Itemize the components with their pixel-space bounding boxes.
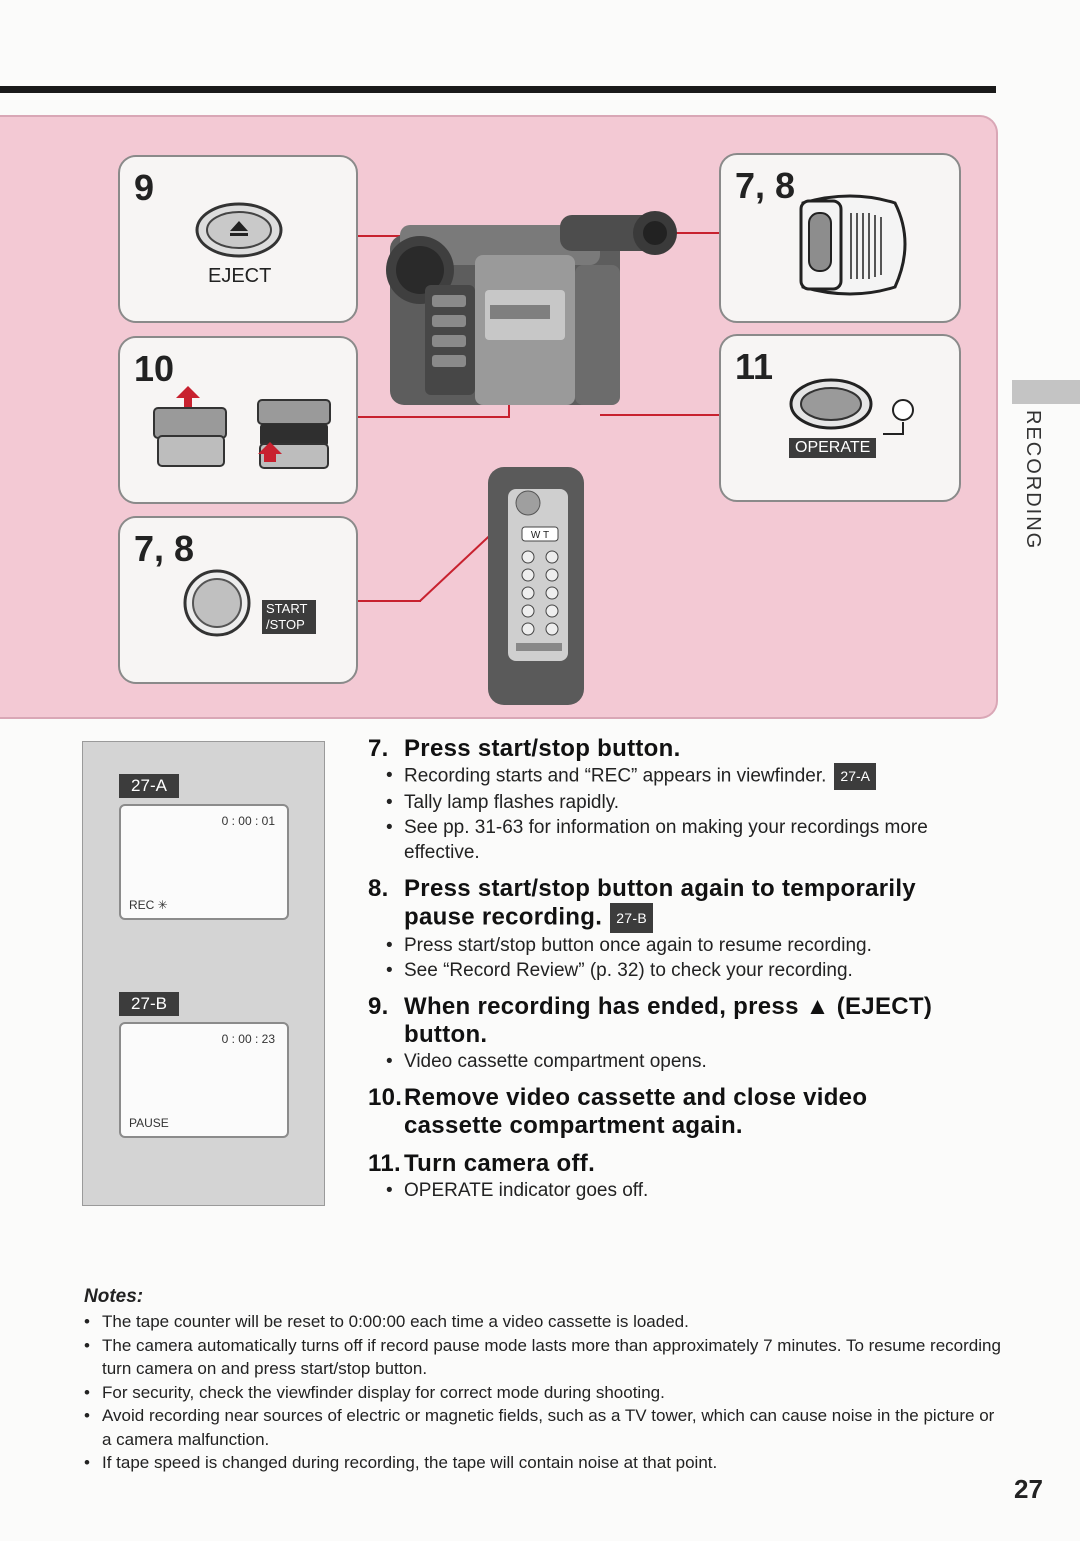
viewfinder-display-panel: 27-A 0 : 00 : 01 REC ✳ 27-B 0 : 00 : 23 … (82, 741, 325, 1206)
bullet-text: Recording starts and “REC” appears in vi… (404, 765, 827, 787)
note-item: If tape speed is changed during recordin… (84, 1451, 1004, 1475)
camcorder-illustration (386, 211, 677, 405)
callout-grip-switch: 7, 8 (719, 153, 961, 323)
step-bullet: OPERATE indicator goes off. (368, 1178, 988, 1203)
step-number: 8. (368, 875, 389, 902)
display-ref-badge: 27-A (834, 763, 876, 790)
eject-label: EJECT (208, 265, 272, 287)
notes-title: Notes: (84, 1286, 144, 1307)
step-7: 7. Press start/stop button. Recording sta… (368, 735, 988, 865)
step-10: 10.Remove video cassette and close video… (368, 1084, 988, 1140)
tape-counter: 0 : 00 : 01 (221, 814, 275, 828)
note-item: The camera automatically turns off if re… (84, 1334, 1004, 1381)
eject-button-icon (195, 202, 283, 258)
step-number: 10. (368, 1084, 403, 1111)
bullet-text: See “Record Review” (p. 32) to check you… (404, 960, 853, 981)
svg-text:W T: W T (531, 530, 549, 541)
grip-switch-icon (799, 194, 907, 296)
side-tab-marker (1012, 380, 1080, 404)
bullet-text: Tally lamp flashes rapidly. (404, 792, 620, 813)
side-tab-label: RECORDING (1022, 410, 1044, 551)
bullet-text: See pp. 31-63 for information on making … (404, 817, 928, 863)
step-bullet: Video cassette compartment opens. (368, 1049, 988, 1074)
callout-number: 9 (134, 167, 155, 208)
stop-label: /STOP (266, 617, 305, 632)
display-badge: 27-A (119, 774, 179, 798)
notes-section: Notes: The tape counter will be reset to… (84, 1286, 1004, 1475)
step-heading: 11.Turn camera off. (368, 1150, 988, 1178)
viewfinder-screen: 0 : 00 : 01 REC ✳ (119, 804, 289, 920)
step-number: 9. (368, 993, 389, 1020)
callout-cassette: 10 (118, 336, 358, 504)
mode-indicator: REC ✳ (129, 898, 168, 912)
mode-indicator: PAUSE (129, 1116, 169, 1130)
step-number: 7. (368, 735, 389, 762)
start-stop-button-icon (183, 569, 251, 637)
step-title: Press start/stop button again to tempora… (404, 875, 916, 931)
step-bullet: Press start/stop button once again to re… (368, 933, 988, 958)
callout-number: 10 (134, 348, 175, 389)
bullet-text: Video cassette compartment opens. (404, 1051, 707, 1072)
callout-number: 11 (735, 346, 774, 387)
cassette-compartment-icon (153, 386, 331, 469)
step-title-wrap: Press start/stop button again to tempora… (368, 875, 988, 933)
start-stop-label: START /STOP (262, 600, 316, 634)
callout-number: 7, 8 (134, 528, 195, 569)
note-item: For security, check the viewfinder displ… (84, 1381, 1004, 1405)
callout-startstop: 7, 8 START /STOP (118, 516, 358, 684)
callout-eject: 9 EJECT (118, 155, 358, 323)
step-number: 11. (368, 1150, 401, 1177)
connector-line (357, 600, 421, 602)
step-bullet: Recording starts and “REC” appears in vi… (368, 763, 988, 790)
step-8: 8. Press start/stop button again to tempo… (368, 875, 988, 983)
steps-list: 7. Press start/stop button. Recording sta… (368, 735, 988, 1203)
step-heading: 8. Press start/stop button again to tempo… (368, 875, 988, 933)
display-badge: 27-B (119, 992, 179, 1016)
page-number: 27 (1014, 1474, 1043, 1504)
connector-line (357, 416, 510, 418)
step-heading: 10.Remove video cassette and close video… (368, 1084, 988, 1140)
step-heading: 9. When recording has ended, press ▲ (EJE… (368, 993, 988, 1049)
remote-control-illustration: W T (488, 467, 584, 705)
bullet-text: Press start/stop button once again to re… (404, 935, 872, 956)
operate-lamp-icon (789, 378, 914, 435)
header-rule (0, 86, 996, 93)
step-bullet: Tally lamp flashes rapidly. (368, 790, 988, 815)
step-title: Remove video cassette and close video ca… (404, 1084, 868, 1139)
step-bullet: See pp. 31-63 for information on making … (368, 815, 988, 865)
tape-counter: 0 : 00 : 23 (221, 1032, 275, 1046)
display-ref-badge: 27-B (610, 903, 653, 933)
callout-operate: 11 OPERATE (719, 334, 961, 502)
callout-number: 7, 8 (735, 165, 796, 206)
step-title: Turn camera off. (404, 1150, 596, 1177)
step-9: 9. When recording has ended, press ▲ (EJE… (368, 993, 988, 1074)
note-item: The tape counter will be reset to 0:00:0… (84, 1310, 1004, 1334)
step-11: 11.Turn camera off. OPERATE indicator go… (368, 1150, 988, 1203)
start-label: START (266, 601, 308, 616)
step-title: Press start/stop button. (404, 735, 681, 762)
step-bullet: See “Record Review” (p. 32) to check you… (368, 958, 988, 983)
step-heading: 7. Press start/stop button. (368, 735, 988, 763)
note-item: Avoid recording near sources of electric… (84, 1404, 1004, 1451)
viewfinder-screen: 0 : 00 : 23 PAUSE (119, 1022, 289, 1138)
operate-label: OPERATE (789, 438, 877, 458)
connector-line (600, 414, 720, 416)
step-title: When recording has ended, press ▲ (EJECT… (404, 993, 933, 1048)
bullet-text: OPERATE indicator goes off. (404, 1180, 649, 1201)
